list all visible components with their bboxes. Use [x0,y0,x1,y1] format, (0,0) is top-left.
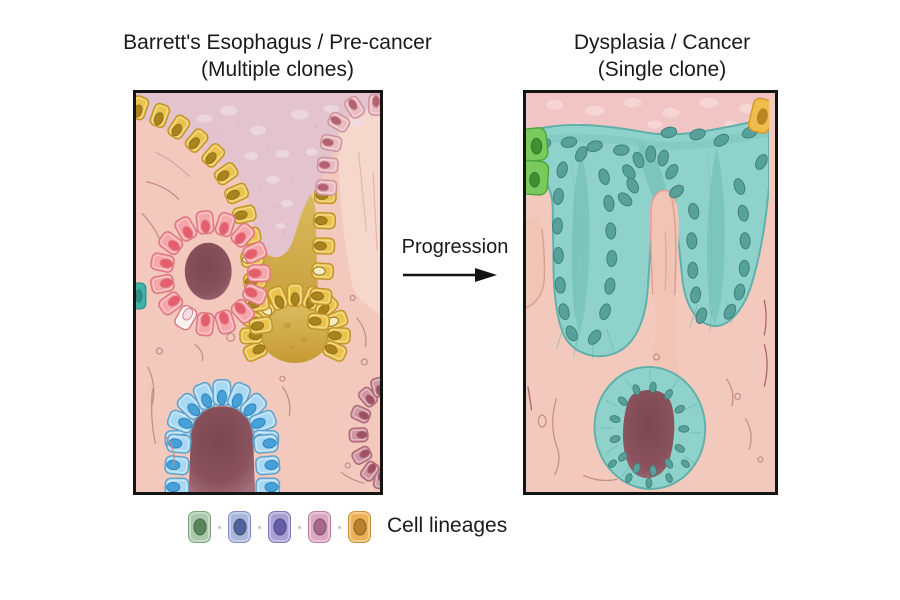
dysplasia-cancer-illustration [523,90,778,495]
cell-lineages-legend: Cell lineages [188,511,507,543]
teal-edge-cell [136,282,147,310]
maroon-gland-cells [348,376,380,490]
stroma-squiggles [527,299,768,482]
ring-gland-outer-nuclei [608,459,690,489]
blue-gland-lumen [188,406,256,492]
stromal-fingers [526,189,682,389]
blue-gland-left-leg [164,433,192,492]
legend-separator-dot [258,525,261,529]
legend-separator-dot [218,525,221,529]
legend-cell-orange [348,511,371,543]
orange-cell [747,97,769,134]
stroma-squiggles [141,151,368,484]
legend-label: Cell lineages [387,514,508,537]
red-gland [184,242,232,300]
right-panel-title: Dysplasia / Cancer (Single clone) [512,30,812,84]
legend-cell-blue [228,511,251,543]
right-panel-title-line1: Dysplasia / Cancer [573,31,751,54]
green-cells [526,127,550,196]
barretts-esophagus-illustration [133,90,383,495]
red-gland-cells [150,210,271,337]
left-panel-title-line2: (Multiple clones) [201,57,354,81]
blue-gland-right-leg [253,433,281,492]
pink-arch-cells [315,93,380,197]
ring-gland-nuclei [609,381,690,477]
legend-separator-dot [338,525,341,529]
legend-cell-green [188,511,211,543]
dysplastic-nuclei [535,126,768,345]
left-panel-title-line1: Barrett's Esophagus / Pre-cancer [123,31,432,54]
progression-arrow [403,268,497,282]
right-panel-title-line2: (Single clone) [597,57,727,81]
pale-arch-lumen [336,106,380,315]
legend-separator-dot [298,525,301,529]
legend-cell-purple [268,511,291,543]
dysplastic-epithelium-mass [526,117,769,359]
legend-cell-pink [308,511,331,543]
left-panel-title: Barrett's Esophagus / Pre-cancer (Multip… [105,30,450,84]
progression-label: Progression [401,236,509,258]
